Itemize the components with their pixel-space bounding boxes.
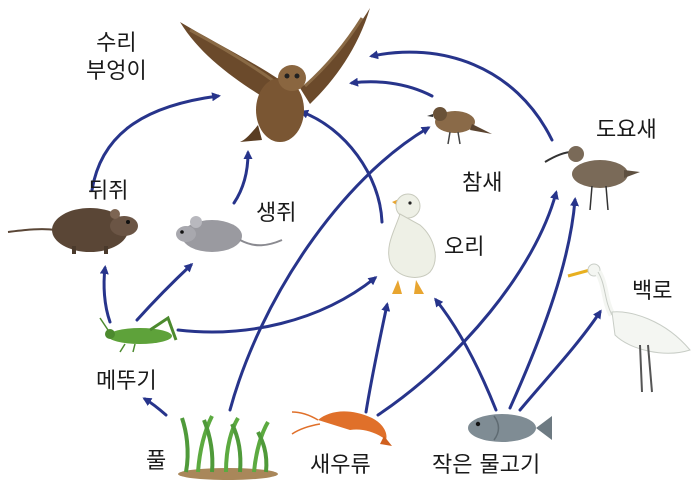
arrow-fish-to-egret [520,312,600,410]
arrow-grasshopper-to-duck [178,278,375,332]
label-grasshopper: 메뚜기 [96,368,157,396]
arrow-grass-to-grasshopper [145,399,166,415]
label-shrimp: 새우류 [310,452,371,480]
label-fish: 작은 물고기 [432,452,540,480]
duck-illustration [389,194,436,294]
grass-illustration [178,416,278,480]
arrow-duck-to-owl [302,112,382,222]
grasshopper-illustration [100,318,176,352]
fish-illustration [468,414,552,442]
label-sparrow: 참새 [462,170,502,198]
shrew-illustration [8,208,138,254]
arrow-grasshopper-to-shrew [104,268,110,322]
label-egret: 백로 [632,278,672,306]
arrow-mouse-to-owl [234,153,248,203]
arrow-sparrow-to-owl [352,82,432,96]
label-grass: 풀 [146,448,166,476]
arrow-grasshopper-to-mouse [137,265,191,320]
label-duck: 오리 [444,234,484,262]
label-sandpiper: 도요새 [596,117,657,145]
owl-illustration [180,8,370,142]
arrow-shrimp-to-duck [366,305,387,412]
arrow-shrew-to-owl [92,96,218,190]
label-shrew: 뒤쥐 [88,178,128,206]
relation-arrows [92,52,600,415]
shrimp-illustration [292,411,392,446]
label-mouse: 생쥐 [256,200,296,228]
sparrow-illustration [427,107,492,144]
sandpiper-illustration [545,146,640,210]
label-owl: 수리 부엉이 [86,30,147,85]
